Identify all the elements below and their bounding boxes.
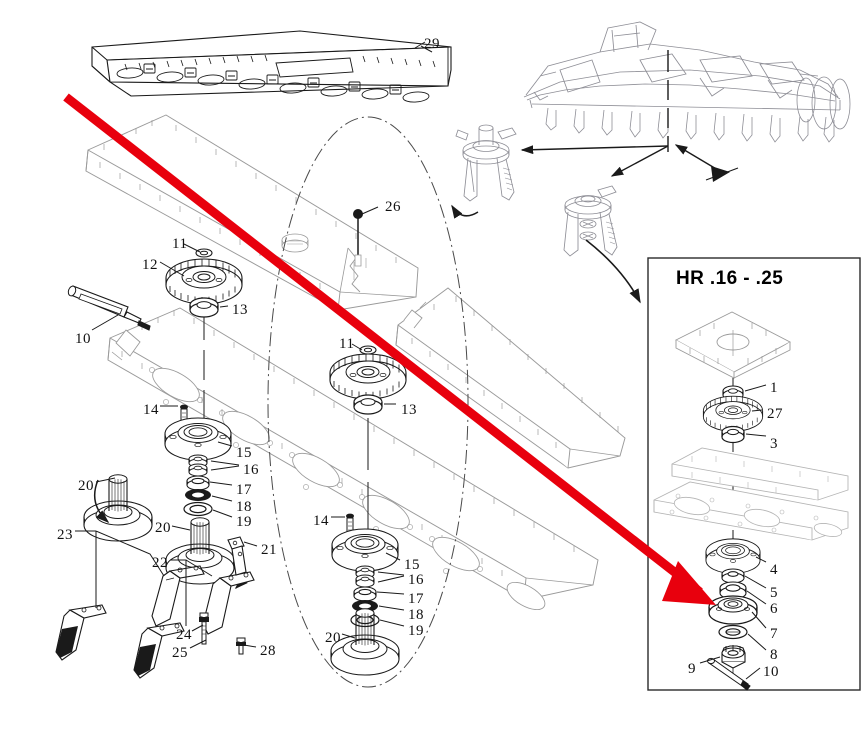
callout-16: 16	[243, 462, 259, 478]
inset-leader-arrow	[585, 239, 641, 304]
callout-i5: 5	[770, 585, 778, 601]
callout-i6: 6	[770, 601, 778, 617]
callout-i9: 9	[688, 661, 696, 677]
callout-i4: 4	[770, 562, 778, 578]
callout-20: 20	[78, 478, 94, 494]
callout-15b: 15	[404, 557, 420, 573]
part-12-gear-center	[329, 353, 407, 400]
callout-i10: 10	[763, 664, 779, 680]
inset-part-5-ring	[721, 568, 745, 584]
rotor-tine-detail-left	[455, 124, 517, 202]
part-13-bearing-left	[189, 297, 219, 318]
callout-i1: 1	[770, 380, 778, 396]
fasteners-24-25-28	[199, 612, 246, 655]
callout-23: 23	[57, 527, 73, 543]
callout-11: 11	[172, 236, 188, 252]
detail-leader-arrows	[520, 144, 739, 182]
callout-17: 17	[236, 482, 252, 498]
callout-29: 29	[424, 36, 440, 52]
callout-18: 18	[236, 499, 252, 515]
part-12-gear-left	[165, 258, 243, 305]
callout-16b: 16	[408, 572, 424, 588]
callout-i27: 27	[767, 406, 783, 422]
part-17-spacer-left	[186, 475, 210, 491]
left-detail-arrow	[451, 204, 479, 219]
red-highlight-arrow	[63, 93, 716, 605]
upper-frame-rail	[85, 114, 419, 311]
main-frame-rail	[107, 307, 599, 611]
left-rotor-stack	[83, 248, 243, 542]
center-rotor-stack	[329, 345, 407, 676]
callout-24: 24	[176, 627, 192, 643]
callout-20b: 20	[155, 520, 171, 536]
part-11-washer-center	[359, 345, 377, 355]
inset-part-9-castle-nut	[721, 645, 746, 680]
callout-i8: 8	[770, 647, 778, 663]
pin-26-part	[353, 209, 363, 267]
inset-part-7-rotor-hub	[708, 595, 758, 625]
lower-frame-plate-right	[395, 287, 626, 469]
callout-10: 10	[75, 331, 91, 347]
inset-title: HR .16 - .25	[676, 268, 784, 289]
part-15-hub-center	[331, 528, 399, 572]
inset-part-8-washer	[718, 624, 748, 640]
callout-28: 28	[260, 643, 276, 659]
callout-19b: 19	[408, 623, 424, 639]
part-16-seal-rings-center	[355, 565, 375, 588]
part-11-washer-left	[195, 248, 213, 258]
callout-14b: 14	[313, 513, 329, 529]
callout-11b: 11	[339, 336, 355, 352]
callout-i7: 7	[770, 626, 778, 642]
section-indicator-ellipse	[267, 116, 469, 688]
rotation-arrow-left	[93, 479, 110, 524]
part-17-spacer-center	[353, 586, 377, 602]
callout-22: 22	[152, 555, 168, 571]
rotor-tine-detail-right	[563, 185, 618, 257]
callout-13b: 13	[401, 402, 417, 418]
inset-part-4-hub	[705, 538, 761, 574]
roller-bar-assembly-29	[91, 30, 452, 103]
callout-25: 25	[172, 645, 188, 661]
part-10-sealant-tube	[67, 285, 151, 331]
callout-26: 26	[385, 199, 401, 215]
inset-part-6-spacer	[719, 581, 747, 600]
callout-14: 14	[143, 402, 159, 418]
part-19-seal-left	[183, 501, 213, 517]
part-18-bearing-center	[352, 600, 378, 612]
callout-15: 15	[236, 445, 252, 461]
part-18-bearing-left	[185, 489, 211, 501]
power-harrow-machine-ghost-view	[523, 21, 851, 143]
callout-12: 12	[142, 257, 158, 273]
callout-i3: 3	[770, 436, 778, 452]
inset-part-3-bearing	[721, 425, 745, 444]
tine-blades	[55, 536, 255, 679]
callout-17b: 17	[408, 591, 424, 607]
callout-21: 21	[261, 542, 277, 558]
part-16-seal-rings-left	[188, 454, 208, 477]
part-20-rotor-shaft-center	[330, 608, 400, 676]
part-13-bearing-center	[353, 394, 383, 415]
inset-part-10-split-pin	[707, 657, 751, 691]
callout-19: 19	[236, 514, 252, 530]
part-15-hub-left	[164, 417, 232, 461]
callout-18b: 18	[408, 607, 424, 623]
leader-lines-main	[75, 45, 433, 649]
callout-13: 13	[232, 302, 248, 318]
inset-contents	[653, 311, 849, 691]
callout-20c: 20	[325, 630, 341, 646]
